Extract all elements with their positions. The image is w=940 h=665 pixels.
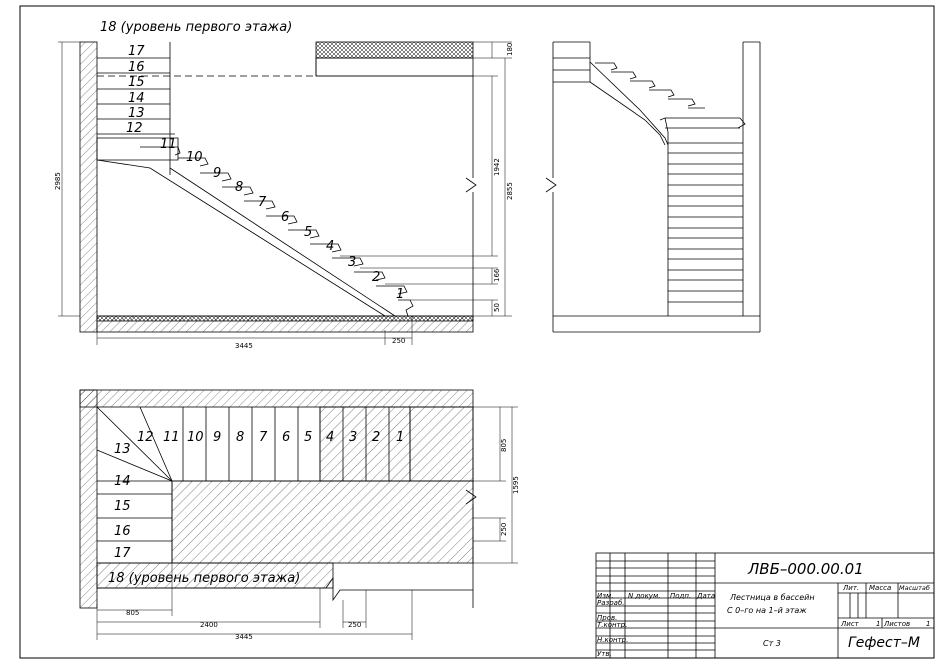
section-step-label: 14 [128,91,145,106]
tb-col-ndoc: N докум. [628,592,660,600]
tb-code: ЛВБ–000.00.01 [747,560,864,578]
plan-step-label: 15 [114,499,131,514]
tb-col-podp: Подп. [670,592,691,600]
plan-step-label: 9 [213,430,221,445]
tb-row-utv: Утв. [597,650,612,658]
title-plan-label: 18 (уровень первого этажа) [108,571,300,586]
plan-step-label: 8 [236,430,244,445]
section-step-label: 12 [126,121,143,136]
section-step-label: 7 [258,195,267,210]
plan-step-label: 3 [349,430,357,445]
plan-step-label: 12 [137,430,154,445]
tb-list-num: 1 [876,620,880,628]
section-dim-rise-total: 1942 [493,158,501,176]
tb-lit: Лит. [842,584,859,592]
section-step-label: 16 [128,60,145,75]
plan-step-label: 6 [282,430,290,445]
plan-step-label: 14 [114,474,131,489]
section-step-label: 10 [186,150,203,165]
section-dim-tread: 250 [392,337,405,345]
plan-step-label: 16 [114,524,131,539]
plan-top-step-labels: 12 11 10 9 8 7 6 5 4 3 2 1 [137,430,404,445]
tb-sheet-label: Ст 3 [763,639,781,648]
section-dim-overall: 2855 [506,182,514,200]
plan-step-label: 5 [304,430,312,445]
plan-step-label: 17 [114,546,131,561]
plan-dim-landing: 805 [126,609,139,617]
tb-row-tkontr: Т.контр. [597,621,627,629]
tb-company: Гефест–М [848,635,920,651]
plan-view [79,389,518,640]
sheet-frame [19,5,935,659]
section-step-label: 2 [372,270,380,285]
title-top-label: 18 (уровень первого этажа) [100,20,292,35]
section-dim-offset: 50 [493,303,501,312]
plan-step-label: 11 [163,430,180,445]
plan-step-label: 2 [372,430,380,445]
tb-row-razrab: Разраб. [597,599,625,607]
tb-list: Лист [840,620,860,628]
plan-dim-total: 3445 [235,633,253,641]
tb-listov: Листов [883,620,910,628]
tb-massa: Масса [869,584,891,592]
tb-name-line1: Лестница в бассейн [729,593,815,602]
section-step-label: 1 [396,287,404,302]
plan-step-label: 13 [114,442,131,457]
side-view [545,41,761,333]
plan-step-label: 1 [396,430,404,445]
plan-dim-step: 250 [500,523,508,536]
section-landing-labels: 17 16 15 14 13 12 [126,44,145,136]
section-dim-width: 3445 [235,342,253,350]
section-step-label: 5 [304,225,312,240]
plan-dim-width-top: 805 [500,439,508,452]
tb-col-izm: Изм. [597,592,613,600]
tb-listov-num: 1 [926,620,930,628]
section-step-label: 15 [128,75,145,90]
section-dim-height: 2985 [54,172,62,190]
section-dim-slab: 180 [506,43,514,56]
section-step-label: 8 [235,180,243,195]
plan-step-label: 10 [187,430,204,445]
section-step-label: 13 [128,106,145,121]
section-step-label: 4 [326,239,334,254]
tb-name-line2: С 0–го на 1–й этаж [727,606,807,615]
section-dim-riser: 166 [493,268,501,282]
plan-dim-tread: 250 [348,621,361,629]
section-step-label: 6 [281,210,289,225]
tb-col-data: Дата [696,592,715,600]
plan-step-label: 7 [259,430,268,445]
title-block [595,552,935,659]
section-step-label: 11 [160,137,177,152]
tb-row-prov: Пров. [597,614,617,622]
section-step-label: 9 [213,166,221,181]
section-step-label: 17 [128,44,145,59]
plan-dim-depth: 1595 [512,476,520,494]
plan-step-label: 4 [326,430,334,445]
section-flight-labels: 11 10 9 8 7 6 5 4 3 2 1 [160,137,404,302]
section-step-label: 3 [348,255,356,270]
section-view [58,41,512,345]
tb-masshtab: Масштаб [899,584,930,592]
plan-dim-flight: 2400 [200,621,218,629]
tb-row-nkontr: Н.контр. [597,636,628,644]
